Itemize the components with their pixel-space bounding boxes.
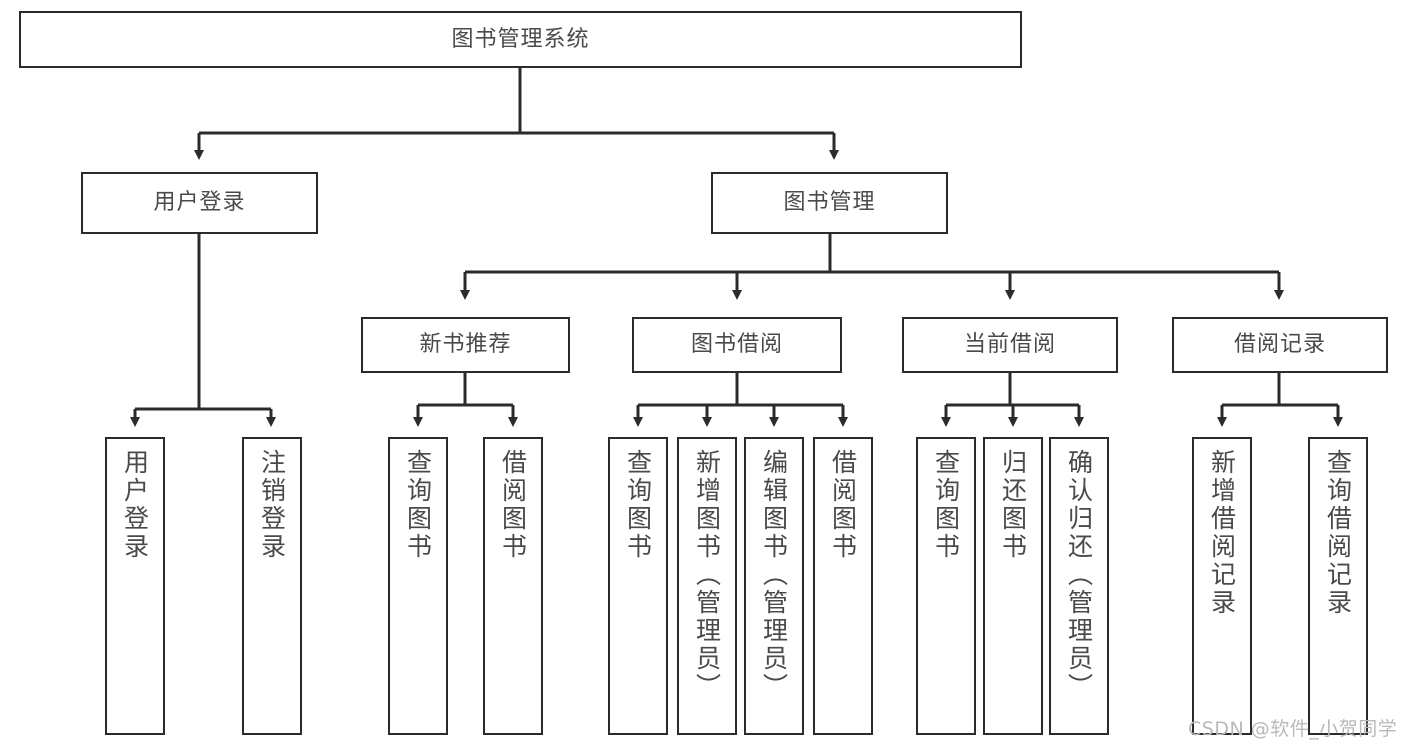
leaf-query-book-3[interactable]: 查询图书 xyxy=(916,437,976,735)
node-book-manage[interactable]: 图书管理 xyxy=(711,172,948,234)
leaf-confirm-return[interactable]: 确认归还（管理员） xyxy=(1049,437,1109,735)
leaf-query-book-1[interactable]: 查询图书 xyxy=(388,437,448,735)
leaf-return-book-label: 归还图书 xyxy=(998,449,1028,561)
node-book-borrow[interactable]: 图书借阅 xyxy=(632,317,842,373)
leaf-borrow-book-2[interactable]: 借阅图书 xyxy=(813,437,873,735)
leaf-confirm-return-label: 确认归还（管理员） xyxy=(1064,449,1094,701)
leaf-query-book-3-label: 查询图书 xyxy=(931,449,961,561)
node-book-borrow-label: 图书借阅 xyxy=(690,332,783,358)
leaf-query-book-2[interactable]: 查询图书 xyxy=(608,437,668,735)
node-user-login[interactable]: 用户登录 xyxy=(81,172,318,234)
leaf-add-book-label: 新增图书（管理员） xyxy=(692,449,722,701)
leaf-query-record[interactable]: 查询借阅记录 xyxy=(1308,437,1368,735)
leaf-query-book-1-label: 查询图书 xyxy=(403,449,433,561)
node-user-login-label: 用户登录 xyxy=(153,190,246,216)
leaf-add-record[interactable]: 新增借阅记录 xyxy=(1192,437,1252,735)
node-new-book-recommend[interactable]: 新书推荐 xyxy=(361,317,570,373)
watermark: CSDN @软件_小贺同学 xyxy=(1188,718,1398,740)
node-borrow-record-label: 借阅记录 xyxy=(1233,332,1326,358)
leaf-logout-login-label: 注销登录 xyxy=(257,449,287,561)
leaf-query-record-label: 查询借阅记录 xyxy=(1323,449,1353,617)
leaf-logout-login[interactable]: 注销登录 xyxy=(242,437,302,735)
leaf-borrow-book-1-label: 借阅图书 xyxy=(498,449,528,561)
leaf-user-login[interactable]: 用户登录 xyxy=(105,437,165,735)
leaf-add-record-label: 新增借阅记录 xyxy=(1207,449,1237,617)
leaf-query-book-2-label: 查询图书 xyxy=(623,449,653,561)
leaf-return-book[interactable]: 归还图书 xyxy=(983,437,1043,735)
leaf-borrow-book-1[interactable]: 借阅图书 xyxy=(483,437,543,735)
node-borrow-record[interactable]: 借阅记录 xyxy=(1172,317,1388,373)
leaf-edit-book[interactable]: 编辑图书（管理员） xyxy=(744,437,804,735)
node-root-label: 图书管理系统 xyxy=(451,26,590,52)
leaf-add-book[interactable]: 新增图书（管理员） xyxy=(677,437,737,735)
leaf-borrow-book-2-label: 借阅图书 xyxy=(828,449,858,561)
node-new-book-recommend-label: 新书推荐 xyxy=(419,332,512,358)
node-current-borrow-label: 当前借阅 xyxy=(963,332,1056,358)
node-book-manage-label: 图书管理 xyxy=(783,190,876,216)
leaf-edit-book-label: 编辑图书（管理员） xyxy=(759,449,789,701)
leaf-user-login-label: 用户登录 xyxy=(120,449,150,561)
node-current-borrow[interactable]: 当前借阅 xyxy=(902,317,1118,373)
node-root[interactable]: 图书管理系统 xyxy=(19,11,1022,68)
